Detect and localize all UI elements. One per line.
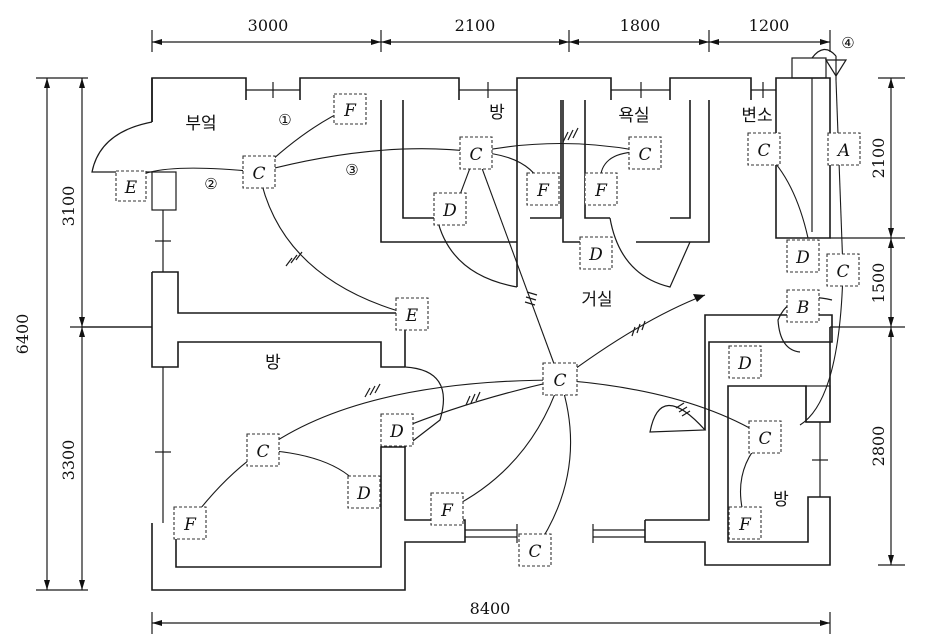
symbol-box-b: B [786, 289, 820, 323]
symbol-box-c-right: C [826, 253, 860, 287]
circuit-mark-2: ② [204, 175, 217, 193]
symbol-box-f-living: F [430, 492, 464, 526]
svg-text:F: F [183, 515, 197, 535]
symbol-box-c-living: C [542, 362, 578, 396]
symbol-box-f-kitchen: F [333, 93, 367, 125]
symbol-box-c-room-right: C [748, 420, 782, 454]
room-label-living: 거실 [581, 290, 612, 310]
symbol-box-d-room-right: D [728, 345, 762, 379]
symbol-box-c-toilet: C [747, 132, 781, 166]
room-label-room-left: 방 [265, 353, 281, 373]
dimension-lines [36, 30, 905, 634]
svg-text:C: C [758, 429, 771, 449]
device-symbols: F E C C F D C F D C A D C B E C D C D F … [115, 93, 861, 567]
window-marks [155, 82, 828, 461]
room-label-room-top: 방 [489, 103, 505, 123]
room-label-room-right: 방 [773, 490, 789, 510]
symbol-box-f-bath: F [584, 172, 618, 206]
svg-text:E: E [405, 306, 419, 326]
dim-top-4: 1200 [749, 16, 790, 35]
svg-text:E: E [124, 178, 138, 198]
svg-text:F: F [536, 181, 550, 201]
room-label-bath: 욕실 [618, 106, 649, 126]
svg-text:C: C [553, 371, 566, 391]
svg-text:F: F [738, 515, 752, 535]
symbol-box-a: A [827, 132, 861, 166]
room-label-toilet: 변소 [741, 106, 772, 126]
symbol-box-c-kitchen: C [242, 155, 276, 189]
dim-right-1: 2100 [869, 138, 888, 179]
svg-text:D: D [737, 354, 752, 374]
svg-text:F: F [594, 181, 608, 201]
dim-top-1: 3000 [248, 16, 289, 35]
svg-text:C: C [757, 141, 770, 161]
dim-right-3: 2800 [869, 426, 888, 467]
circuit-mark-3: ③ [345, 161, 358, 179]
circuit-mark-1: ① [278, 111, 291, 129]
svg-text:D: D [442, 201, 457, 221]
symbol-box-c-room-top: C [459, 136, 493, 170]
symbol-box-c-bath: C [628, 136, 662, 170]
svg-text:D: D [389, 422, 404, 442]
symbol-box-f-room-right: F [728, 506, 762, 540]
svg-text:C: C [252, 164, 265, 184]
dim-left-total: 6400 [13, 314, 32, 355]
svg-text:C: C [528, 542, 541, 562]
svg-text:A: A [836, 141, 850, 161]
symbol-box-f-room-top: F [526, 172, 560, 206]
dim-left-lower: 3300 [59, 440, 78, 481]
svg-text:C: C [256, 442, 269, 462]
symbol-box-d-toilet: D [786, 239, 820, 273]
symbol-box-d-bath: D [579, 236, 613, 270]
symbol-box-c-entrance: C [518, 533, 552, 567]
svg-text:D: D [356, 484, 371, 504]
dim-right-2: 1500 [869, 263, 888, 304]
svg-text:C: C [638, 145, 651, 165]
svg-text:F: F [440, 501, 454, 521]
svg-text:C: C [836, 262, 849, 282]
circuit-mark-4: ④ [841, 34, 854, 52]
dim-bottom: 8400 [470, 599, 511, 618]
svg-text:D: D [795, 248, 810, 268]
symbol-box-d-room-left: D [347, 475, 381, 509]
symbol-box-e-kitchen: E [115, 170, 147, 202]
dim-left-upper: 3100 [59, 186, 78, 227]
symbol-box-f-room-left: F [173, 506, 207, 540]
symbol-box-d-living: D [380, 413, 414, 447]
service-entrance-icon [811, 48, 848, 80]
dim-top-2: 2100 [455, 16, 496, 35]
svg-text:D: D [588, 245, 603, 265]
symbol-box-d-room-top: D [433, 192, 467, 226]
room-label-kitchen: 부엌 [185, 114, 216, 134]
svg-text:F: F [343, 101, 357, 121]
symbol-box-e-living: E [395, 297, 429, 331]
svg-text:B: B [796, 298, 810, 318]
dim-top-3: 1800 [620, 16, 661, 35]
symbol-box-c-room-left: C [246, 433, 280, 467]
door-swings [91, 121, 833, 448]
svg-text:C: C [469, 145, 482, 165]
